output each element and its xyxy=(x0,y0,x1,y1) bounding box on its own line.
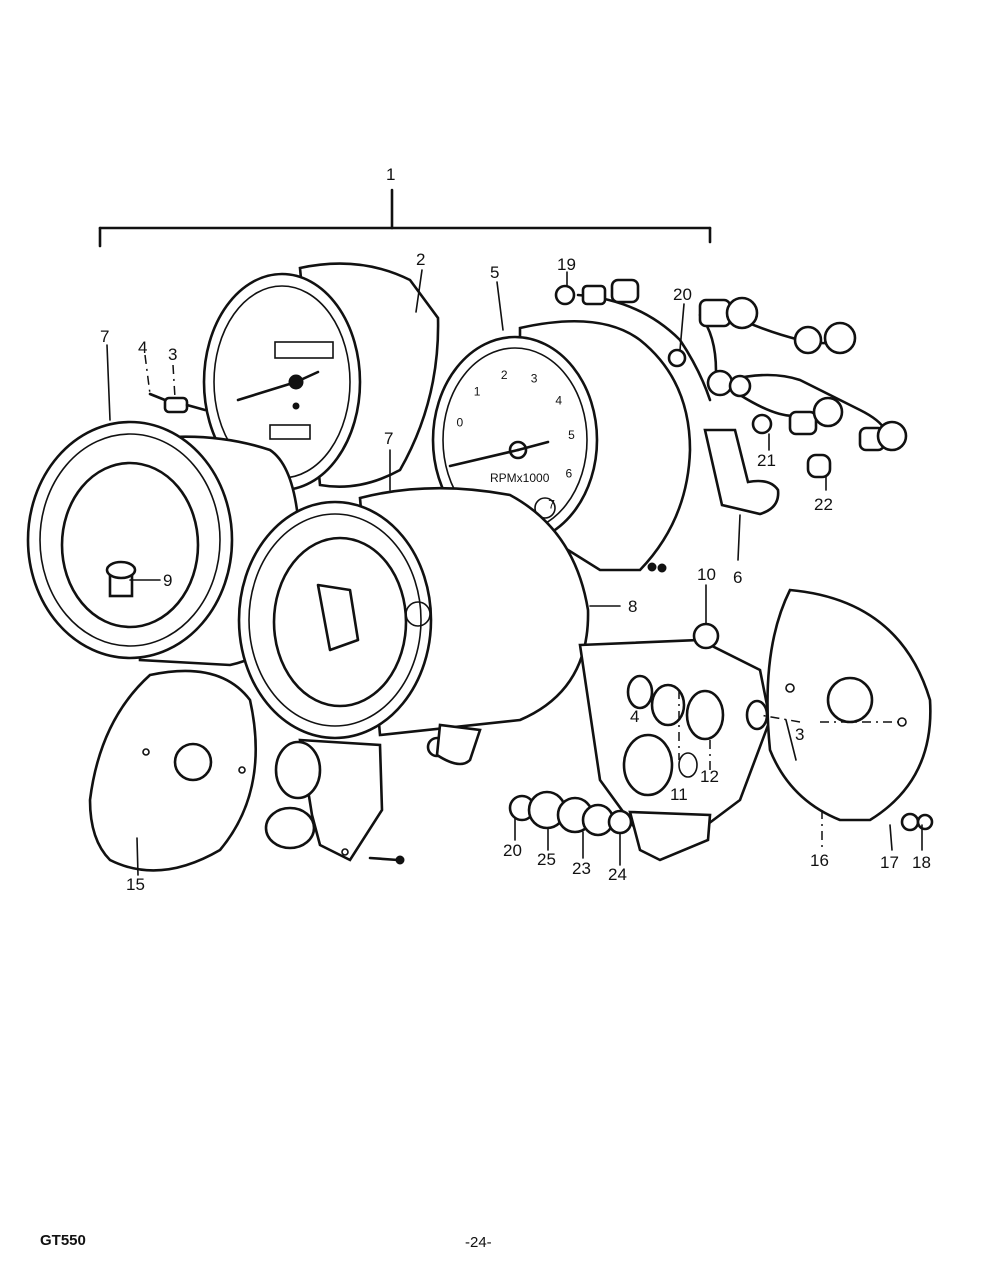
callout-5: 5 xyxy=(490,263,499,282)
callout-14: 4 xyxy=(630,707,639,726)
callout-labels: 1 2 3 4 5 6 7 7 8 9 10 11 12 3 4 15 16 1… xyxy=(100,165,931,894)
callout-20-lower: 20 xyxy=(503,841,522,860)
center-plate xyxy=(578,622,822,837)
bulb-socket xyxy=(581,278,640,306)
callout-12: 12 xyxy=(700,767,719,786)
washer-stack xyxy=(508,790,712,862)
callout-18: 18 xyxy=(912,853,931,872)
callout-3: 3 xyxy=(168,345,177,364)
bulb-socket xyxy=(788,396,844,436)
callout-7-left: 7 xyxy=(100,327,109,346)
tach-numeral: 3 xyxy=(531,372,538,386)
tach-numeral: 7 xyxy=(548,498,555,512)
bulb-socket xyxy=(698,296,759,330)
bulb-socket xyxy=(858,420,908,452)
callout-8: 8 xyxy=(628,597,637,616)
wiring-harness xyxy=(576,278,908,516)
speedometer xyxy=(202,262,440,492)
tach-unit-label: RPMx1000 xyxy=(490,471,550,485)
model-name: GT550 xyxy=(40,1232,86,1249)
tach-numeral: 0 xyxy=(457,416,464,430)
tach-numeral: 1 xyxy=(474,384,481,398)
base-plate-left xyxy=(88,669,257,872)
bulb-socket xyxy=(793,321,857,355)
indicator-bulb xyxy=(554,284,576,306)
callout-16: 16 xyxy=(810,851,829,870)
callout-13: 3 xyxy=(795,725,804,744)
right-meter-case xyxy=(237,486,590,740)
callout-2: 2 xyxy=(416,250,425,269)
callout-15: 15 xyxy=(126,875,145,894)
indicator-bulb xyxy=(667,348,687,368)
base-plate-right xyxy=(766,588,932,822)
tach-numeral: 5 xyxy=(568,428,575,442)
assembly-bracket xyxy=(98,188,712,248)
tach-numeral: 2 xyxy=(501,368,508,382)
bulb-socket xyxy=(706,369,752,398)
tach-numeral: 4 xyxy=(555,393,562,407)
callout-22: 22 xyxy=(814,495,833,514)
callout-19: 19 xyxy=(557,255,576,274)
indicator-bulb xyxy=(751,413,773,435)
callout-9: 9 xyxy=(163,571,172,590)
callout-23: 23 xyxy=(572,859,591,878)
callout-21: 21 xyxy=(757,451,776,470)
grommet xyxy=(806,453,832,479)
lower-bracket xyxy=(264,738,405,865)
callout-7-right: 7 xyxy=(384,429,393,448)
callout-10: 10 xyxy=(697,565,716,584)
callout-24: 24 xyxy=(608,865,627,884)
callout-17: 17 xyxy=(880,853,899,872)
callout-11: 11 xyxy=(670,785,688,804)
page-number: -24- xyxy=(465,1234,492,1251)
callout-1: 1 xyxy=(386,165,395,184)
screw-parts xyxy=(148,392,934,832)
left-meter-case xyxy=(26,420,302,667)
callout-20-upper: 20 xyxy=(673,285,692,304)
leader-lines xyxy=(106,269,923,876)
callout-25: 25 xyxy=(537,850,556,869)
callout-6: 6 xyxy=(733,568,742,587)
callout-4: 4 xyxy=(138,338,147,357)
tach-numeral: 6 xyxy=(566,466,573,480)
